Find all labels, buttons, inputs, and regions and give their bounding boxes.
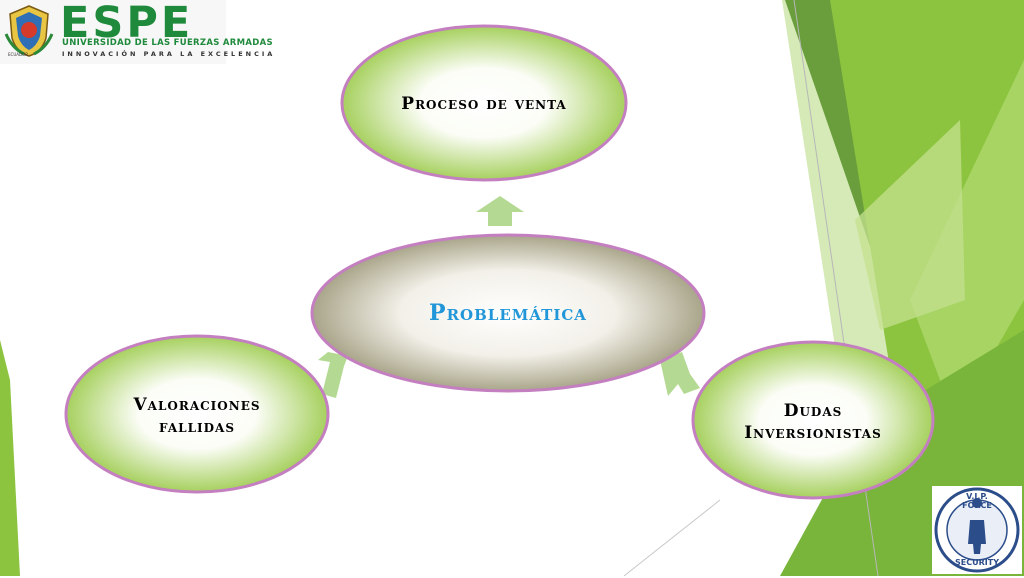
node-top-text: Proceso de venta [401,94,567,114]
node-right-line2: Inversionistas [744,423,882,443]
node-left-line1: Valoraciones [133,395,261,415]
badge-icon [932,486,1022,574]
node-right-label: Dudas Inversionistas [700,400,926,444]
center-label: Problemática [360,302,656,324]
badge-bottom-text: SECURITY [955,558,999,567]
oval-left [64,334,330,494]
center-text: Problemática [429,300,587,326]
oval-center [310,233,706,393]
arrow-down-left [318,352,348,398]
oval-right [691,340,935,500]
decor-shape-green-stripe [910,60,1024,420]
arrow-up [476,196,524,226]
node-right-line1: Dudas [783,401,843,421]
vip-force-badge: V.I.P. FORCE SECURITY [932,486,1022,574]
decor-shape-left [0,340,20,576]
badge-top-text: V.I.P. FORCE [962,492,992,510]
crest-caption: ECUADOR [8,52,28,57]
logo-university: UNIVERSIDAD DE LAS FUERZAS ARMADAS [62,38,273,48]
oval-top [340,24,628,182]
espe-logo: ECUADOR ESPE UNIVERSIDAD DE LAS FUERZAS … [0,0,273,64]
node-left-label: Valoraciones fallidas [80,394,314,438]
crest-icon [4,5,54,57]
arrow-down-right [660,352,700,396]
logo-title: ESPE [60,0,194,48]
decor-line-2 [623,499,721,576]
decor-shape-green-pale [855,120,965,330]
node-top-label: Proceso de venta [344,93,624,115]
logo-motto: INNOVACIÓN PARA LA EXCELENCIA [62,50,276,58]
node-left-line2: fallidas [159,417,235,437]
